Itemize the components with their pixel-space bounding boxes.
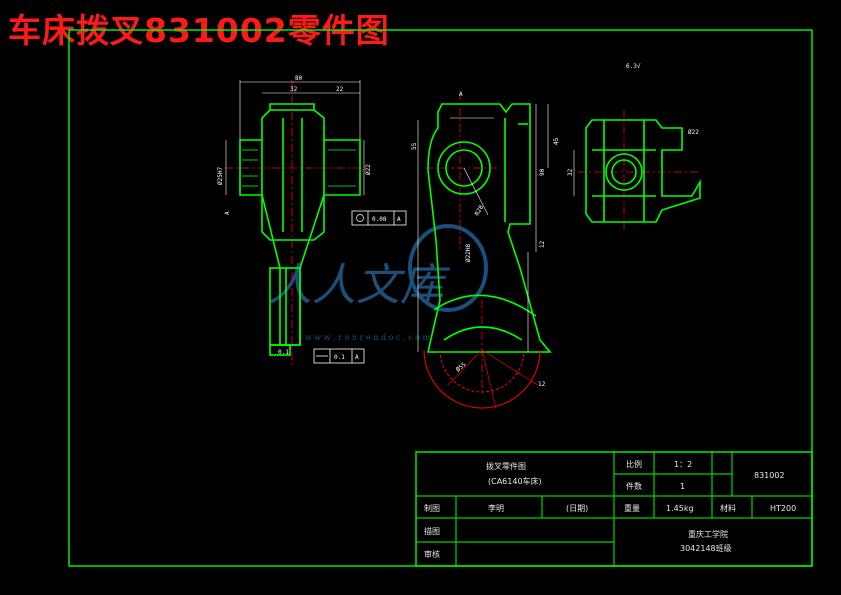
section-mark-left: A xyxy=(224,211,231,215)
tb-weight-value: 1.45kg xyxy=(666,504,694,513)
front-view-dimensions xyxy=(225,80,365,195)
tolerance-frame-1: 0.08 A xyxy=(351,210,407,226)
watermark-url: w w w . r e n r e n d o c . c o m xyxy=(305,333,430,342)
dim-side-height-55: 55 xyxy=(411,142,418,150)
watermark-logo-circle xyxy=(408,224,488,312)
dim-top-view-32: 32 xyxy=(567,168,574,176)
dim-top-view-label: Ø22 xyxy=(688,129,699,136)
dim-front-overall-width: 80 xyxy=(295,75,303,82)
fork-bore-arc xyxy=(423,349,541,409)
side-view xyxy=(425,92,552,395)
tb-quantity-label: 件数 xyxy=(626,481,642,491)
dim-front-left-label: Ø25H7 xyxy=(217,167,224,185)
tolerance-2-datum: A xyxy=(355,354,359,361)
tb-drafter-value: 李明 xyxy=(488,503,504,513)
side-view-dimensions xyxy=(417,104,549,352)
roughness-note: 6.3√ xyxy=(626,63,641,70)
tb-scale-label: 比例 xyxy=(626,459,642,469)
dim-side-mid-90: 90 xyxy=(539,168,546,176)
tb-scale-value: 1：2 xyxy=(674,460,692,469)
tb-check-label: 描图 xyxy=(424,526,440,536)
dim-front-top-b: 22 xyxy=(336,86,344,93)
dim-front-right-label: Ø22 xyxy=(365,164,372,175)
dim-side-arc-label: Ø55 xyxy=(455,361,468,374)
tolerance-1-datum: A xyxy=(397,216,401,223)
tb-material-value: HT200 xyxy=(770,504,796,513)
tb-drafter-label: 制图 xyxy=(424,503,440,513)
tb-quantity-value: 1 xyxy=(680,482,685,491)
tb-part-name: 拨叉零件图 xyxy=(486,461,526,471)
tb-drawing-number: 831002 xyxy=(754,471,785,480)
tb-class-label: 3042148班级 xyxy=(680,543,732,553)
dim-side-small-12: 12 xyxy=(538,381,546,388)
tb-school: 重庆工学院 xyxy=(688,529,728,539)
tolerance-2-value: 0.1 xyxy=(334,354,345,361)
tolerance-frame-2: 0.1 A xyxy=(313,348,365,364)
tb-weight-label: 重量 xyxy=(624,503,640,513)
top-view xyxy=(578,110,701,230)
dim-front-bottom-label: 0.1 xyxy=(278,349,289,356)
dim-side-bore: Ø22H8 xyxy=(465,244,472,262)
tb-date-value: (日期) xyxy=(566,504,588,513)
front-view xyxy=(225,80,370,365)
dim-side-top-45: 45 xyxy=(553,137,560,145)
tolerance-1-value: 0.08 xyxy=(372,216,387,223)
tb-part-name-sub: (CA6140车床) xyxy=(488,476,542,486)
dim-side-bottom-12: 12 xyxy=(539,240,546,248)
dim-side-r-label: R28 xyxy=(474,204,486,217)
tb-review-label: 审核 xyxy=(424,549,440,559)
section-mark-side: A xyxy=(459,91,463,98)
tb-material-label: 材料 xyxy=(720,503,736,513)
title-block xyxy=(415,451,813,567)
dim-front-top-a: 32 xyxy=(290,86,298,93)
